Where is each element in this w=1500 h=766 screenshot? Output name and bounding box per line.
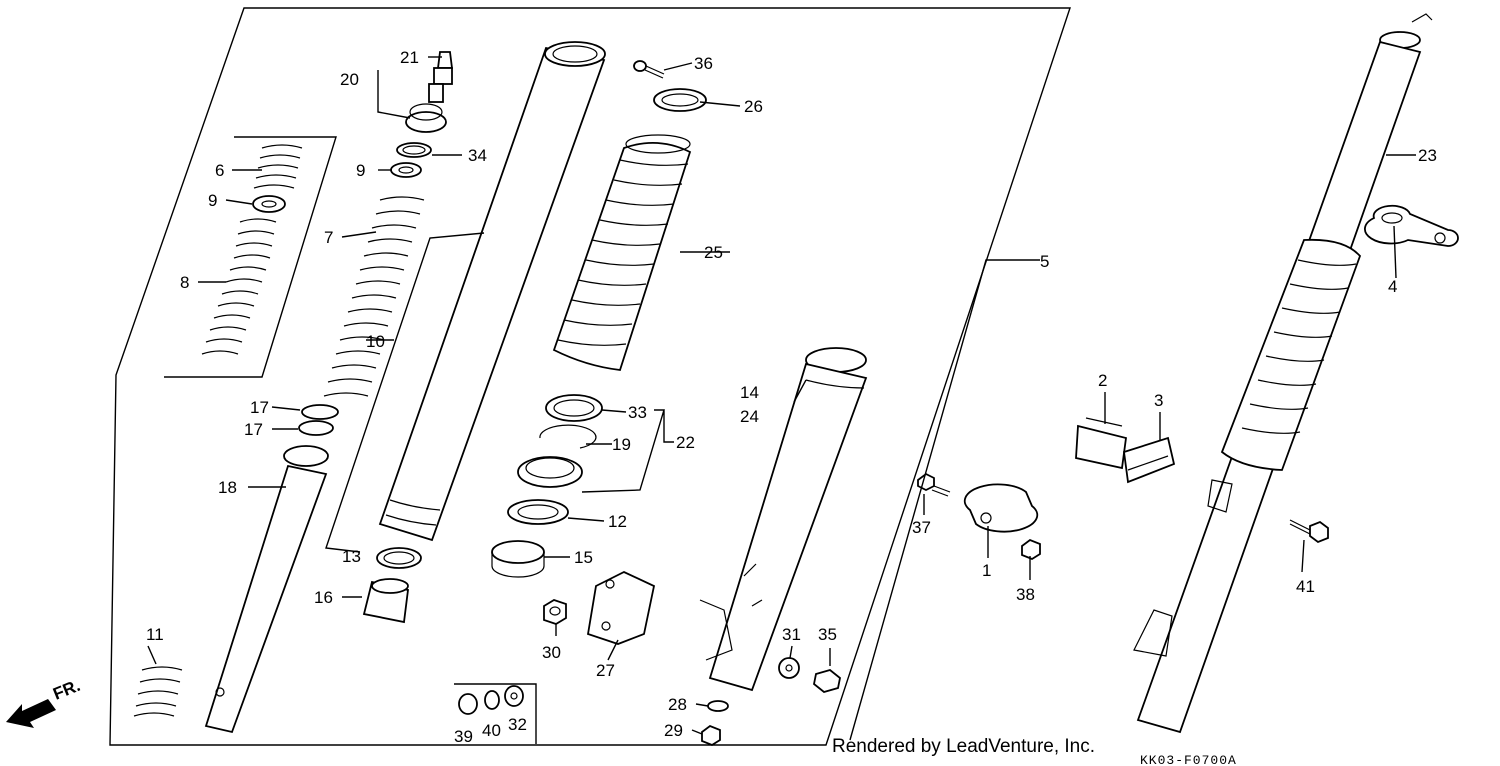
label-30: 30 <box>542 643 561 662</box>
label-12: 12 <box>608 512 627 531</box>
front-direction-arrow: FR. <box>6 676 83 728</box>
direction-label: FR. <box>50 676 83 704</box>
washer-32 <box>504 685 524 707</box>
label-9-upper: 9 <box>208 191 217 210</box>
label-9-lower: 9 <box>356 161 365 180</box>
cable-guide-4 <box>1364 204 1459 247</box>
label-8: 8 <box>180 273 189 292</box>
label-3: 3 <box>1154 391 1163 410</box>
bolt-36 <box>633 60 665 79</box>
stopper-ring-19 <box>539 424 597 449</box>
dust-seal-33 <box>545 394 603 422</box>
damper-rod-18 <box>204 445 329 734</box>
label-37: 37 <box>912 518 931 537</box>
label-11: 11 <box>146 625 164 644</box>
label-22: 22 <box>676 433 695 452</box>
piston-ring-17-b <box>298 420 334 436</box>
render-credit: Rendered by LeadVenture, Inc. <box>832 736 1095 757</box>
label-20: 20 <box>340 70 359 89</box>
air-valve-21 <box>433 51 454 85</box>
label-38: 38 <box>1016 585 1035 604</box>
label-21: 21 <box>400 48 419 67</box>
nut-38 <box>1021 538 1041 561</box>
label-23: 23 <box>1418 146 1437 165</box>
guide-bushing-15 <box>491 540 545 578</box>
clamp-1 <box>963 483 1039 533</box>
label-6: 6 <box>215 161 224 180</box>
oil-seal-22 <box>517 456 583 488</box>
washer-9-lower <box>390 162 422 178</box>
label-4: 4 <box>1388 277 1397 296</box>
back-up-ring-12 <box>507 499 569 525</box>
fork-cap-20 <box>405 83 447 133</box>
nut-30 <box>543 599 567 625</box>
boot-band-26 <box>653 88 707 112</box>
label-32: 32 <box>508 715 527 734</box>
label-31: 31 <box>782 625 801 644</box>
spring-8 <box>201 218 277 355</box>
diagram-code: KK03-F0700A <box>1140 753 1237 766</box>
piston-ring-17-a <box>301 404 339 420</box>
spring-11 <box>133 666 183 717</box>
label-40: 40 <box>482 721 501 740</box>
spring-inset-frame <box>164 136 337 378</box>
label-39: 39 <box>454 727 473 746</box>
bolt-41 <box>1289 519 1329 544</box>
label-15: 15 <box>574 548 593 567</box>
spring-6 <box>253 144 303 189</box>
label-17-a: 17 <box>250 398 269 417</box>
label-25: 25 <box>704 243 723 262</box>
hardware-box <box>454 683 537 744</box>
nut-39 <box>458 693 478 715</box>
fork-boot-25 <box>552 134 692 371</box>
label-26: 26 <box>744 97 763 116</box>
label-19: 19 <box>612 435 631 454</box>
assembled-fork-23 <box>1133 13 1433 734</box>
label-5: 5 <box>1040 252 1049 271</box>
part-labels: 21 20 6 9 7 8 34 9 10 17 17 18 13 16 11 … <box>146 48 1437 746</box>
leader-lines <box>147 56 1416 741</box>
slider-bushing-16 <box>362 578 409 624</box>
label-34: 34 <box>468 146 487 165</box>
bracket-2 <box>1075 417 1127 470</box>
lock-washer-40 <box>484 690 500 710</box>
assembly-frame <box>109 7 1071 746</box>
label-33: 33 <box>628 403 647 422</box>
fork-pipe-10 <box>378 41 606 542</box>
label-28: 28 <box>668 695 687 714</box>
bolt-35 <box>813 669 841 693</box>
label-17-b: 17 <box>244 420 263 439</box>
label-13: 13 <box>342 547 361 566</box>
washer-31 <box>778 657 800 679</box>
label-27: 27 <box>596 661 615 680</box>
arrow-icon <box>6 699 56 728</box>
fork-spring-7 <box>323 196 425 397</box>
axle-holder-27 <box>586 571 656 645</box>
label-14: 14 <box>740 383 759 402</box>
label-24: 24 <box>740 407 759 426</box>
label-29: 29 <box>664 721 683 740</box>
washer-9-upper <box>252 195 286 213</box>
washer-28 <box>707 700 729 712</box>
fork-slider-14 <box>699 347 868 692</box>
drain-bolt-29 <box>701 724 721 747</box>
bushing-13 <box>376 547 422 569</box>
label-18: 18 <box>218 478 237 497</box>
bracket-3 <box>1123 436 1176 484</box>
label-36: 36 <box>694 54 713 73</box>
o-ring-34 <box>396 142 432 158</box>
label-35: 35 <box>818 625 837 644</box>
label-16: 16 <box>314 588 333 607</box>
label-10: 10 <box>366 332 385 351</box>
label-1: 1 <box>982 561 991 580</box>
label-41: 41 <box>1296 577 1315 596</box>
label-2: 2 <box>1098 371 1107 390</box>
label-7: 7 <box>324 228 333 247</box>
